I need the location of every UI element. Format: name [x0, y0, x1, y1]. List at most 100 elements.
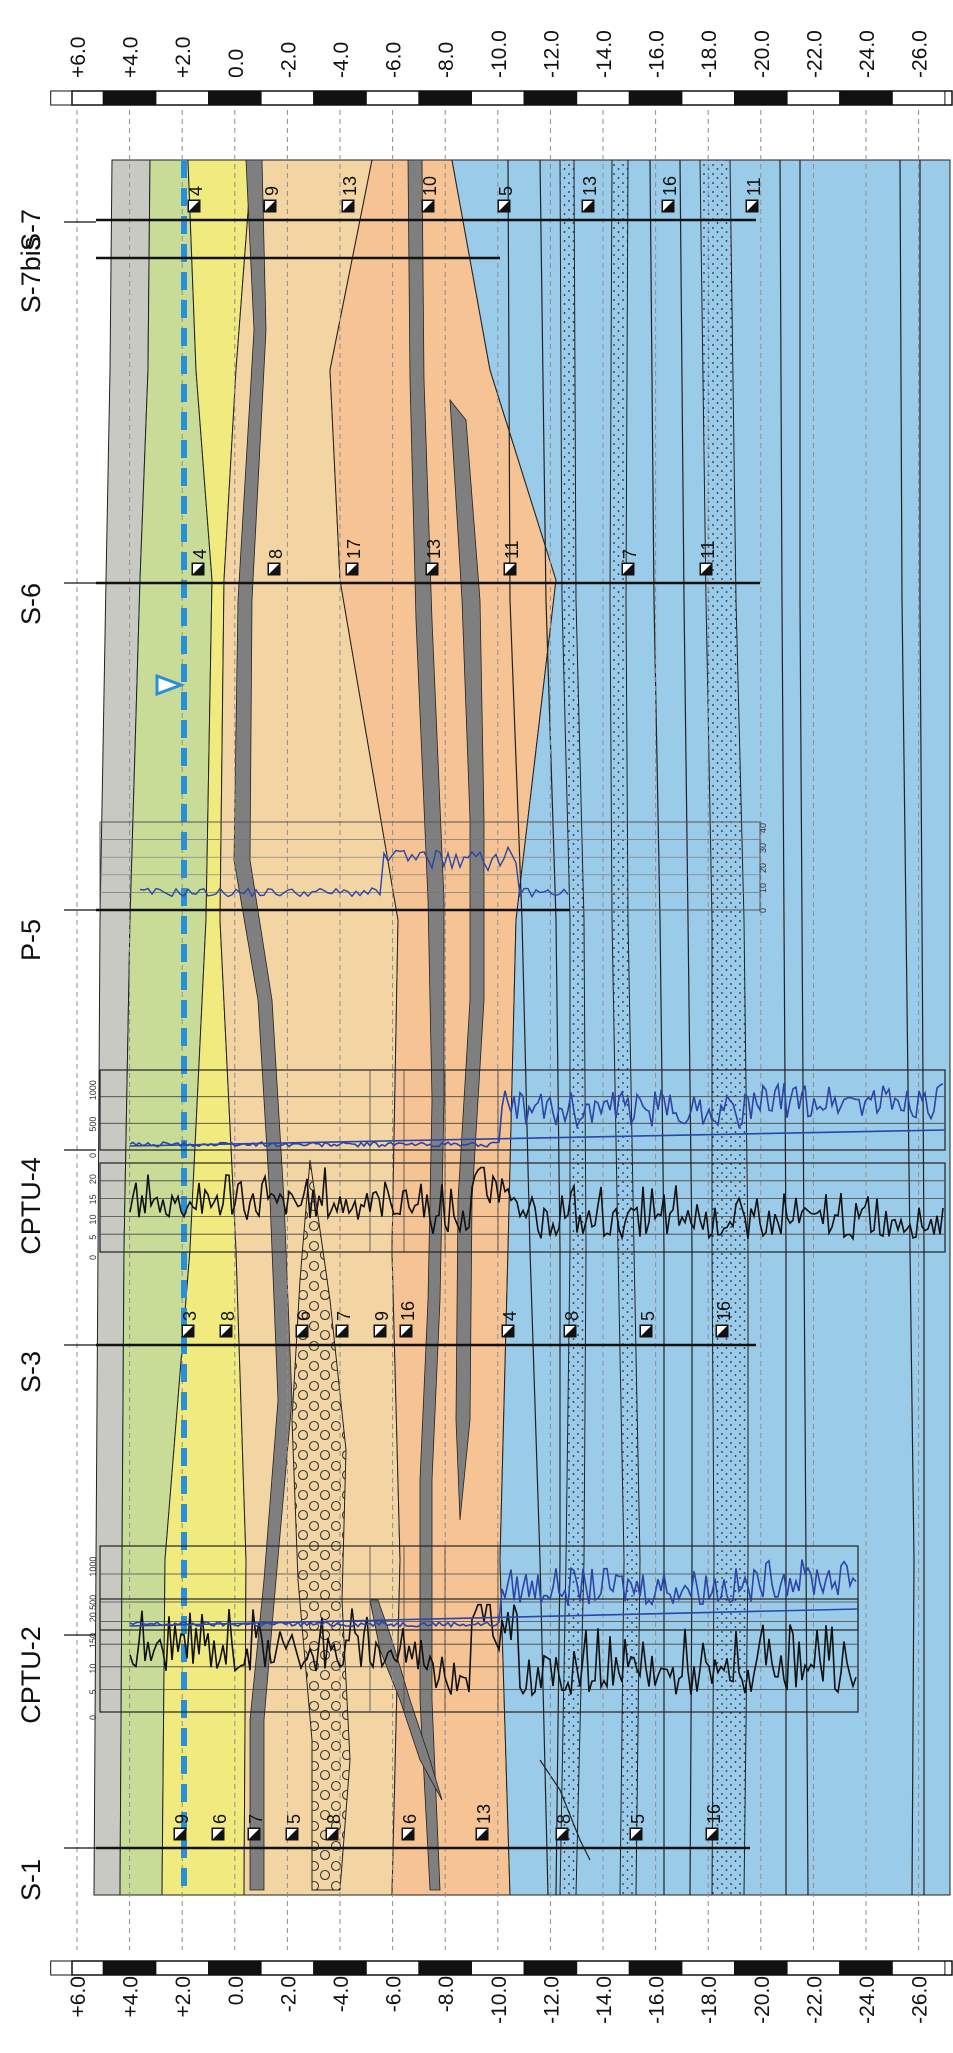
cpt-tick-label: 1000	[88, 1557, 98, 1577]
spt-value: 7	[246, 1814, 266, 1824]
scale-label-top: +4.0	[120, 37, 143, 78]
spt-value: 16	[704, 1804, 724, 1824]
cpt-logs: 0510152005001000051015200500100001020304…	[88, 821, 946, 1720]
spt-value: 17	[344, 539, 364, 559]
spt-marker: 7	[246, 1814, 266, 1841]
scale-segment	[786, 1960, 841, 1976]
scale-frame	[71, 90, 953, 106]
cpt-tick-label: 1000	[88, 1080, 98, 1100]
scale-segment	[576, 90, 630, 106]
spt-marker: 7	[620, 549, 640, 576]
spt-marker: 5	[496, 186, 516, 213]
spt-value: 7	[620, 549, 640, 559]
layer-boundary	[899, 159, 915, 1896]
scale-label-bottom: -24.0	[856, 1976, 879, 2024]
cpt-tick-label: 10	[88, 1215, 98, 1225]
cpt-friction-trace	[129, 1166, 944, 1242]
peat-lens	[449, 398, 485, 1521]
spt-value: 6	[400, 1814, 420, 1824]
spt-marker-icon	[175, 1829, 185, 1839]
spt-marker-icon	[193, 564, 203, 574]
scale-segment	[155, 90, 209, 106]
spt-value: 5	[628, 1814, 648, 1824]
spt-marker: 8	[554, 1814, 574, 1841]
spt-value: 16	[660, 176, 680, 196]
cpt-tick-label: 0	[88, 1715, 98, 1720]
scale-segment	[734, 90, 788, 106]
spt-value: 8	[554, 1814, 574, 1824]
spt-value: 13	[474, 1804, 494, 1824]
spt-marker: 6	[400, 1814, 420, 1841]
cpt-pore-pressure-trace	[129, 1608, 859, 1627]
spt-marker-icon	[663, 201, 673, 211]
spt-marker-icon	[403, 1829, 413, 1839]
spt-marker-icon	[401, 1326, 411, 1336]
peat-lens	[407, 159, 445, 1891]
scale-segment	[576, 1960, 630, 1976]
cpt-tick-label: 15	[88, 1638, 98, 1648]
cpt-resistance-frame	[99, 1545, 859, 1631]
scale-segment	[891, 1960, 946, 1976]
scale-segment	[628, 90, 683, 106]
scale-segment	[786, 90, 841, 106]
cpt-resistance-frame	[99, 1069, 946, 1151]
spt-marker: 3	[180, 1311, 200, 1338]
scale-segment	[365, 1960, 420, 1976]
spt-value: 6	[294, 1311, 314, 1321]
spt-value: 8	[324, 1814, 344, 1824]
spt-value: 11	[744, 177, 764, 196]
spt-marker-icon	[423, 201, 433, 211]
spt-marker: 8	[324, 1814, 344, 1841]
scale-label-bottom: -4.0	[330, 1976, 353, 2012]
spt-marker-icon	[221, 1326, 231, 1336]
spt-value: 9	[262, 186, 282, 196]
spt-marker-icon	[707, 1829, 717, 1839]
spt-marker-icon	[427, 564, 437, 574]
scale-label-bottom: -12.0	[540, 1976, 563, 2024]
spt-value: 13	[580, 176, 600, 196]
spt-marker: 8	[266, 549, 286, 576]
scale-segment	[681, 1960, 736, 1976]
cpt-tick-label: 20	[88, 1612, 98, 1622]
spt-value: 10	[420, 176, 440, 196]
spt-value: 8	[562, 1311, 582, 1321]
scale-label-top: -4.0	[330, 42, 353, 78]
elevation-gridlines	[76, 110, 920, 1950]
spt-marker-icon	[641, 1326, 651, 1336]
layer-boundary	[779, 159, 787, 1895]
cpt-friction-trace	[129, 1603, 857, 1697]
spt-marker-icon	[297, 1326, 307, 1336]
scale-label-top: -18.0	[698, 30, 721, 78]
scale-label-top: -10.0	[488, 30, 511, 78]
scale-segment	[418, 90, 472, 106]
spt-marker-icon	[189, 201, 199, 211]
peat-lens	[233, 159, 293, 1891]
spt-marker: 13	[340, 176, 360, 213]
piezo-trace	[139, 845, 569, 899]
scale-segment	[365, 90, 420, 106]
cpt-tick-label: 10	[88, 1664, 98, 1674]
spt-value: 9	[372, 1311, 392, 1321]
scale-label-bottom: -6.0	[383, 1976, 406, 2012]
sand-lens	[699, 159, 749, 1896]
scale-segment	[628, 1960, 683, 1976]
spt-marker-icon	[701, 564, 711, 574]
scale-segment	[523, 1960, 578, 1976]
spt-marker: 11	[502, 540, 522, 576]
spt-value: 13	[424, 539, 444, 559]
piezo-tick-label: 40	[758, 823, 768, 833]
spt-marker: 16	[398, 1301, 418, 1338]
spt-marker: 10	[420, 176, 440, 213]
scale-segment	[260, 1960, 315, 1976]
spt-value: 11	[502, 540, 522, 559]
spt-marker-icon	[249, 1829, 259, 1839]
scale-segment	[471, 90, 525, 106]
spt-marker: 5	[284, 1814, 304, 1841]
borehole-name: S-3	[16, 1351, 46, 1393]
scale-label-bottom: -20.0	[751, 1976, 774, 2024]
borehole-name: S-7	[16, 209, 46, 251]
piezo-tick-label: 20	[758, 863, 768, 873]
cpt-tick-label: 0	[88, 1153, 98, 1158]
